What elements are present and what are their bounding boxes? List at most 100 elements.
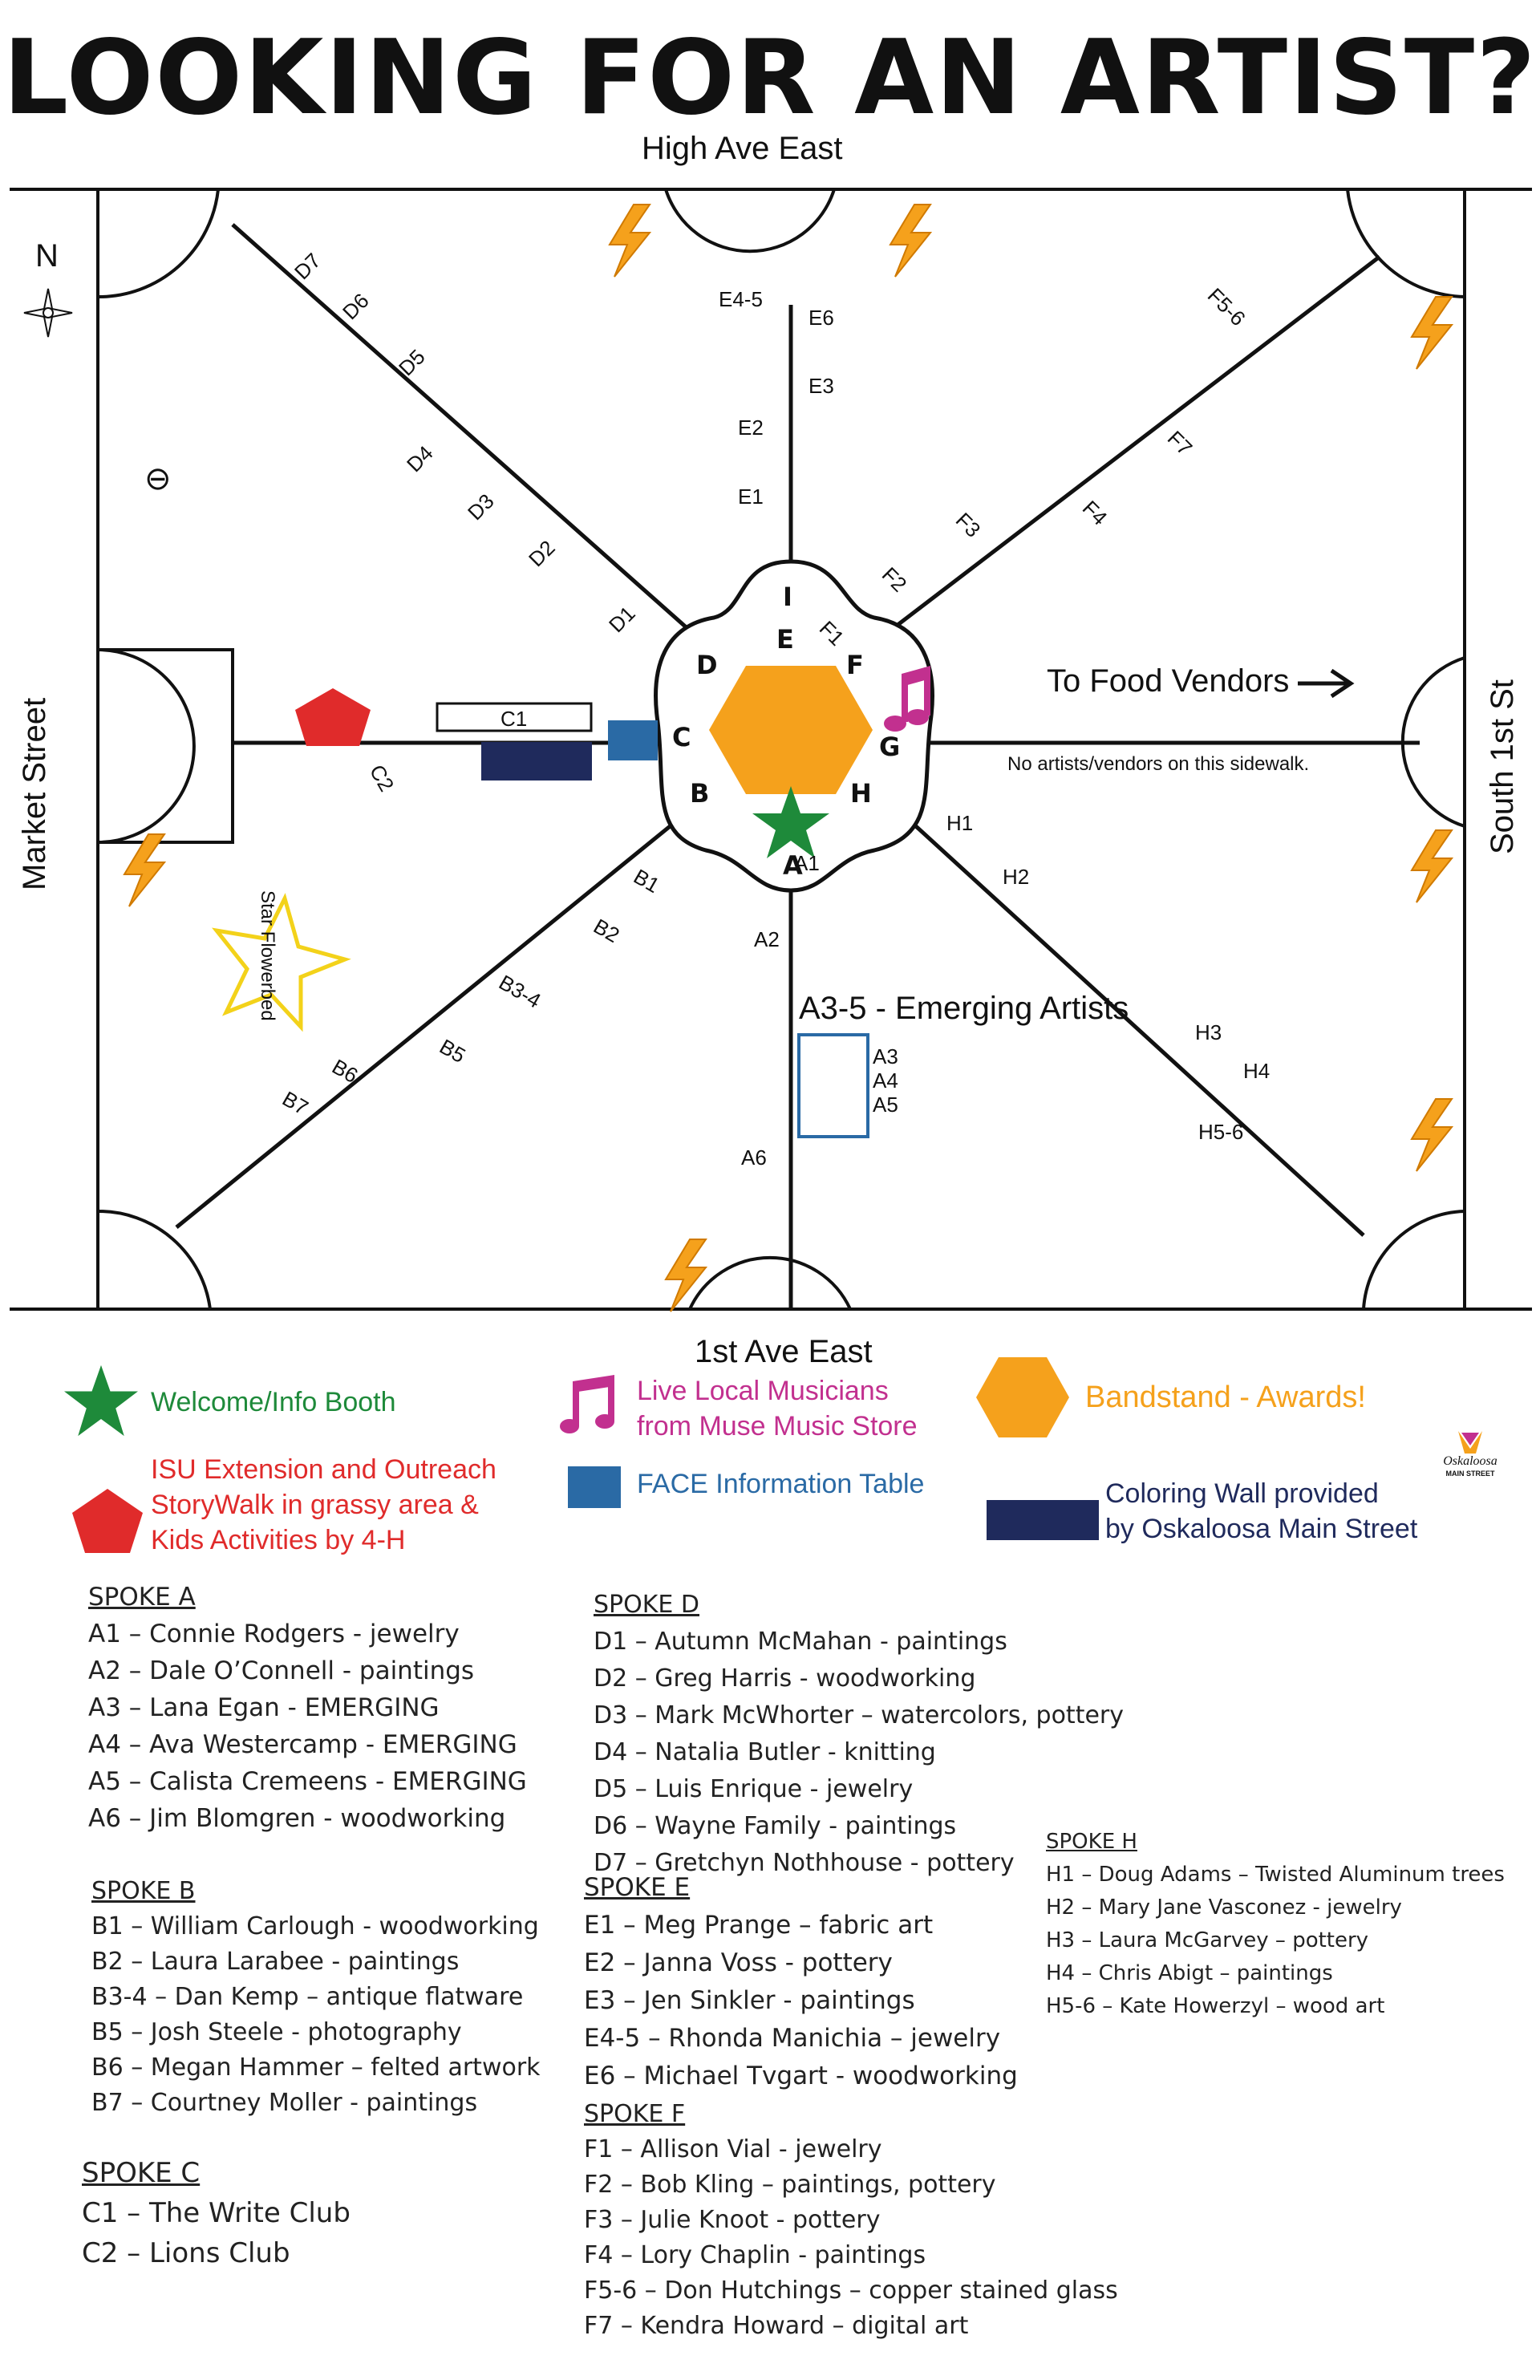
spoke-b-item: B1 – William Carlough - woodworking bbox=[91, 1912, 539, 1940]
label-a4: A4 bbox=[873, 1068, 898, 1093]
spoke-h-heading: SPOKE H bbox=[1046, 1830, 1137, 1854]
legend-coloring-line1: Coloring Wall provided bbox=[1105, 1478, 1379, 1509]
label-h1: H1 bbox=[946, 811, 973, 835]
spoke-a-item: A3 – Lana Egan - EMERGING bbox=[88, 1693, 440, 1722]
label-b7: B7 bbox=[278, 1086, 313, 1120]
label-d1: D1 bbox=[604, 602, 640, 638]
label-a6: A6 bbox=[741, 1145, 767, 1170]
spoke-e-item: E2 – Janna Voss - pottery bbox=[584, 1948, 893, 1977]
label-a5: A5 bbox=[873, 1093, 898, 1117]
star-flowerbed bbox=[212, 893, 351, 1032]
spoke-d-item: D7 – Gretchyn Nothhouse - pottery bbox=[594, 1849, 1015, 1877]
label-e6: E6 bbox=[808, 306, 834, 330]
music-note-icon bbox=[560, 1375, 614, 1433]
spoke-b-item: B6 – Megan Hammer – felted artwork bbox=[91, 2054, 541, 2082]
legend-face: FACE Information Table bbox=[568, 1466, 924, 1508]
legend-coloring: Coloring Wall provided by Oskaloosa Main… bbox=[987, 1476, 1417, 1547]
label-f3: F3 bbox=[951, 508, 986, 542]
spoke-b-heading: SPOKE B bbox=[91, 1877, 196, 1905]
bandstand-hexagon bbox=[709, 666, 873, 794]
label-b5: B5 bbox=[436, 1034, 470, 1068]
lightning-icon bbox=[1410, 1098, 1454, 1172]
spoke-e-item: E1 – Meg Prange – fabric art bbox=[584, 1911, 934, 1940]
spoke-e-list: SPOKE E E1 – Meg Prange – fabric art E2 … bbox=[584, 1869, 1018, 2095]
spoke-d-item: D6 – Wayne Family - paintings bbox=[594, 1812, 957, 1840]
navy-rectangle-icon bbox=[987, 1500, 1099, 1540]
spoke-d-item: D3 – Mark McWhorter – watercolors, potte… bbox=[594, 1701, 1124, 1729]
label-b2: B2 bbox=[590, 914, 624, 947]
spoke-h-item: H2 – Mary Jane Vasconez - jewelry bbox=[1046, 1895, 1402, 1920]
spoke-a-item: A1 – Connie Rodgers - jewelry bbox=[88, 1620, 460, 1648]
spoke-h-item: H3 – Laura McGarvey – pottery bbox=[1046, 1928, 1369, 1952]
label-d6: D6 bbox=[338, 289, 374, 325]
spoke-c-item: C1 – The Write Club bbox=[82, 2197, 351, 2229]
lightning-icon bbox=[1410, 829, 1454, 903]
spoke-a-item: A5 – Calista Cremeens - EMERGING bbox=[88, 1767, 527, 1796]
spoke-d-item: D2 – Greg Harris - woodworking bbox=[594, 1664, 976, 1693]
hub-letter-g: G bbox=[879, 732, 900, 762]
hub-letter-c: C bbox=[672, 722, 691, 752]
west-entrance bbox=[97, 648, 234, 844]
svg-text:MAIN STREET: MAIN STREET bbox=[1445, 1470, 1495, 1478]
corner-se bbox=[1362, 1210, 1465, 1310]
spoke-f-item: F3 – Julie Knoot - pottery bbox=[584, 2206, 881, 2234]
food-vendors-label: To Food Vendors bbox=[1047, 663, 1289, 699]
spoke-e-item: E4-5 – Rhonda Manichia – jewelry bbox=[584, 2024, 1001, 2053]
coloring-wall bbox=[481, 742, 592, 780]
label-a3: A3 bbox=[873, 1044, 898, 1068]
hub-letter-i: I bbox=[783, 582, 792, 612]
spoke-f-item: F4 – Lory Chaplin - paintings bbox=[584, 2241, 926, 2269]
label-e4-5: E4-5 bbox=[719, 287, 763, 311]
spoke-f-item: F7 – Kendra Howard – digital art bbox=[584, 2312, 969, 2340]
hub-letter-d: D bbox=[696, 650, 718, 680]
label-h2: H2 bbox=[1003, 865, 1029, 889]
label-a1: A1 bbox=[794, 851, 820, 875]
spoke-f-item: F2 – Bob Kling – paintings, pottery bbox=[584, 2171, 996, 2199]
label-h3: H3 bbox=[1195, 1020, 1222, 1044]
hub-letter-f: F bbox=[846, 650, 864, 680]
arrow-right-icon bbox=[1298, 668, 1355, 699]
svg-text:Oskaloosa: Oskaloosa bbox=[1443, 1454, 1497, 1468]
c1-box bbox=[436, 702, 593, 732]
isu-pentagon bbox=[295, 688, 371, 746]
music-note-icon bbox=[884, 666, 930, 732]
no-artists-label: No artists/vendors on this sidewalk. bbox=[1007, 753, 1309, 775]
lightning-icon bbox=[1410, 296, 1454, 370]
label-f4: F4 bbox=[1078, 496, 1112, 530]
spoke-c-list: SPOKE C C1 – The Write Club C2 – Lions C… bbox=[82, 2153, 351, 2273]
welcome-booth-star bbox=[752, 786, 829, 858]
green-star-icon bbox=[64, 1364, 138, 1437]
spoke-d-heading: SPOKE D bbox=[594, 1591, 700, 1619]
hub-letter-b: B bbox=[690, 778, 709, 809]
oskaloosa-logo: Oskaloosa MAIN STREET bbox=[1426, 1428, 1514, 1481]
legend-welcome-text: Welcome/Info Booth bbox=[151, 1387, 396, 1417]
lightning-icon bbox=[608, 204, 652, 278]
emerging-artists-box bbox=[797, 1033, 869, 1138]
spoke-f-item: F5-6 – Don Hutchings – copper stained gl… bbox=[584, 2277, 1118, 2305]
spoke-e-item: E6 – Michael Tvgart - woodworking bbox=[584, 2062, 1018, 2090]
spoke-a-item: A4 – Ava Westercamp - EMERGING bbox=[88, 1730, 517, 1759]
legend-face-text: FACE Information Table bbox=[637, 1469, 925, 1499]
legend-musicians-line1: Live Local Musicians bbox=[637, 1376, 889, 1406]
compass-rose-icon bbox=[23, 288, 73, 338]
legend-musicians: Live Local Musicians from Muse Music Sto… bbox=[560, 1373, 918, 1444]
legend-welcome: Welcome/Info Booth bbox=[63, 1364, 396, 1437]
spoke-h-item: H4 – Chris Abigt – paintings bbox=[1046, 1961, 1333, 1985]
red-pentagon-icon bbox=[72, 1489, 143, 1553]
orange-hexagon-icon bbox=[976, 1357, 1069, 1437]
label-f2: F2 bbox=[877, 562, 912, 597]
legend-musicians-line2: from Muse Music Store bbox=[637, 1411, 918, 1441]
hub-letter-h: H bbox=[850, 778, 872, 809]
spoke-h-list: SPOKE H H1 – Doug Adams – Twisted Alumin… bbox=[1046, 1826, 1505, 2023]
face-table bbox=[608, 720, 658, 760]
label-c2: C2 bbox=[365, 760, 399, 796]
hub-letter-e: E bbox=[776, 624, 794, 655]
spoke-c-item: C2 – Lions Club bbox=[82, 2237, 290, 2269]
c1-box-label: C1 bbox=[500, 707, 527, 731]
lightning-icon bbox=[123, 833, 167, 907]
spoke-b-list: SPOKE B B1 – William Carlough - woodwork… bbox=[91, 1874, 541, 2121]
label-e2: E2 bbox=[738, 416, 764, 440]
corner-nw bbox=[97, 189, 220, 299]
spoke-b-item: B2 – Laura Larabee - paintings bbox=[91, 1948, 460, 1976]
street-east: South 1st St bbox=[1485, 679, 1520, 854]
